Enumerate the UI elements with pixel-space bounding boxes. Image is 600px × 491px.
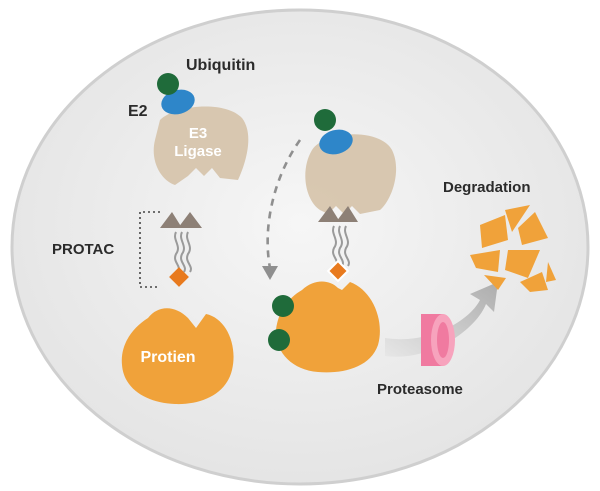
protein-left: [121, 308, 234, 405]
ubiquitin-tag-1: [272, 295, 294, 317]
e3-label-line2: Ligase: [174, 143, 222, 160]
transfer-arrowhead: [262, 266, 278, 280]
e3-label-line1: E3: [188, 125, 208, 142]
ubiquitin-tag-2: [268, 329, 290, 351]
protein-middle: [275, 281, 380, 373]
e3-ligase-left: [153, 106, 249, 185]
protac-bracket: [139, 211, 160, 288]
transfer-arrow: [266, 139, 302, 269]
ubiquitin-left: [157, 73, 179, 95]
degradation-label: Degradation: [443, 179, 531, 196]
e2-label: E2: [128, 103, 148, 120]
ubiquitin-middle-top: [314, 109, 336, 131]
protein-label: Protien: [140, 349, 196, 366]
protac-molecule-middle: [318, 206, 358, 283]
e3-ligase-middle: [305, 134, 397, 214]
proteasome-ring: [421, 314, 455, 366]
proteasome-label: Proteasome: [377, 381, 463, 398]
e2-enzyme-middle: [319, 129, 353, 155]
protac-molecule-left: [160, 212, 202, 287]
degraded-fragments: [470, 205, 556, 292]
protac-label: PROTAC: [52, 241, 115, 258]
e2-enzyme-left: [161, 89, 195, 115]
ubiquitin-label: Ubiquitin: [186, 57, 256, 74]
